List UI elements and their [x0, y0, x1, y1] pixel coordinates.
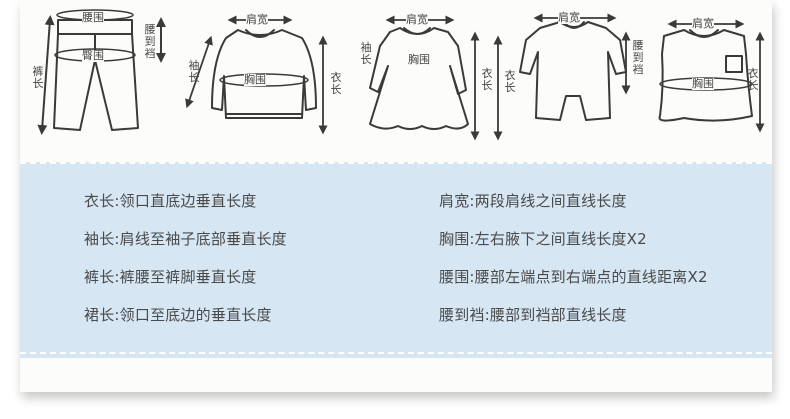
- dress-shoulder-label: 肩宽: [406, 13, 428, 26]
- def-desc: 裤腰至裤脚垂直长度: [119, 268, 257, 286]
- def-desc: 领口至底边的垂直长度: [119, 306, 272, 324]
- sweater-chest-label: 胸围: [244, 73, 266, 86]
- def-term: 裙长: [84, 306, 115, 324]
- romper-length-label: 衣长: [504, 69, 516, 94]
- top-dashed-divider: [20, 162, 772, 164]
- def-row-right-3: 腰围:腰部左端点到右端点的直线距离X2: [439, 268, 708, 286]
- def-desc: 左右腋下之间直线长度X2: [474, 230, 647, 248]
- definitions-panel: 衣长:领口直底边垂直长度 袖长:肩线至袖子底部垂直长度 裤长:裤腰至裤脚垂直长度…: [20, 162, 772, 358]
- garment-illustrations: [37, 9, 765, 141]
- def-desc: 两段肩线之间直线长度: [474, 192, 627, 210]
- def-term: 胸围: [439, 230, 470, 248]
- sweater-sleeve-label: 袖长: [188, 59, 200, 84]
- vest-chest-label: 胸围: [692, 77, 714, 90]
- sweater-length-label: 衣长: [330, 71, 342, 96]
- sweater-shoulder-label: 肩宽: [246, 13, 268, 26]
- def-row-left-2: 袖长:肩线至袖子底部垂直长度: [84, 230, 287, 248]
- dress-length-label: 衣长: [481, 67, 493, 92]
- pants-waist-label: 腰围: [82, 11, 104, 24]
- def-row-left-1: 衣长:领口直底边垂直长度: [84, 192, 257, 210]
- pants-outline: [53, 19, 139, 131]
- romper-waist-to-crotch-label: 腰到裆: [632, 39, 644, 76]
- def-term: 裤长: [84, 268, 115, 286]
- def-row-left-4: 裙长:领口至底边的垂直长度: [84, 306, 272, 324]
- pants-length-label: 裤长: [32, 65, 44, 90]
- size-guide-card: 腰围 腰到裆 裤长 臀围 肩宽 袖长 胸围 衣长 肩宽 袖长 胸围 衣长 肩宽 …: [20, 0, 772, 392]
- garment-figures: 腰围 腰到裆 裤长 臀围 肩宽 袖长 胸围 衣长 肩宽 袖长 胸围 衣长 肩宽 …: [20, 0, 772, 158]
- sweater-outline: [211, 29, 317, 119]
- def-term: 袖长: [84, 230, 115, 248]
- def-desc: 腰部左端点到右端点的直线距离X2: [474, 268, 708, 286]
- vest-length-label: 衣长: [747, 67, 759, 92]
- def-row-right-4: 腰到裆:腰部到裆部直线长度: [439, 306, 627, 324]
- vest-shoulder-label: 肩宽: [692, 17, 714, 30]
- romper-outline: [519, 21, 627, 121]
- pants-hip-label: 臀围: [82, 49, 104, 62]
- pants-waist-to-crotch-label: 腰到裆: [144, 23, 156, 60]
- dress-chest-label: 胸围: [408, 53, 430, 66]
- def-term: 肩宽: [439, 192, 470, 210]
- dress-sleeve-label: 袖长: [360, 41, 372, 66]
- romper-shoulder-label: 肩宽: [558, 11, 580, 24]
- def-desc: 肩线至袖子底部垂直长度: [119, 230, 287, 248]
- def-row-right-1: 肩宽:两段肩线之间直线长度: [439, 192, 627, 210]
- def-row-right-2: 胸围:左右腋下之间直线长度X2: [439, 230, 647, 248]
- def-desc: 腰部到裆部直线长度: [489, 306, 627, 324]
- vest-outline: [658, 29, 753, 122]
- def-term: 腰到裆: [439, 306, 485, 324]
- def-row-left-3: 裤长:裤腰至裤脚垂直长度: [84, 268, 257, 286]
- bottom-dashed-divider: [20, 352, 772, 354]
- def-desc: 领口直底边垂直长度: [119, 192, 257, 210]
- def-term: 衣长: [84, 192, 115, 210]
- dress-outline: [369, 27, 469, 130]
- def-term: 腰围: [439, 268, 470, 286]
